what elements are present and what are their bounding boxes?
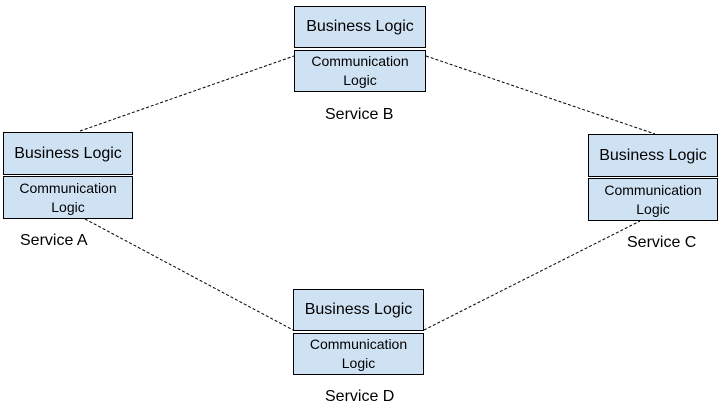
connector-d-c [423,220,641,331]
service-c-communication-logic: Communication Logic [588,178,718,221]
service-d-communication-logic: Communication Logic [293,333,424,375]
service-b-label: Service B [325,106,394,123]
connector-b-c [425,55,656,135]
service-a-label: Service A [20,232,88,249]
service-d-label: Service D [325,388,395,405]
service-c-business-logic: Business Logic [588,134,718,177]
connector-a-d [84,218,294,331]
service-d-business-logic: Business Logic [293,289,424,331]
connector-a-b [79,55,295,132]
service-b-business-logic: Business Logic [294,6,426,48]
service-a-business-logic: Business Logic [3,132,133,175]
service-a-communication-logic: Communication Logic [3,176,133,219]
service-c-label: Service C [627,234,697,251]
service-b-communication-logic: Communication Logic [294,50,426,92]
